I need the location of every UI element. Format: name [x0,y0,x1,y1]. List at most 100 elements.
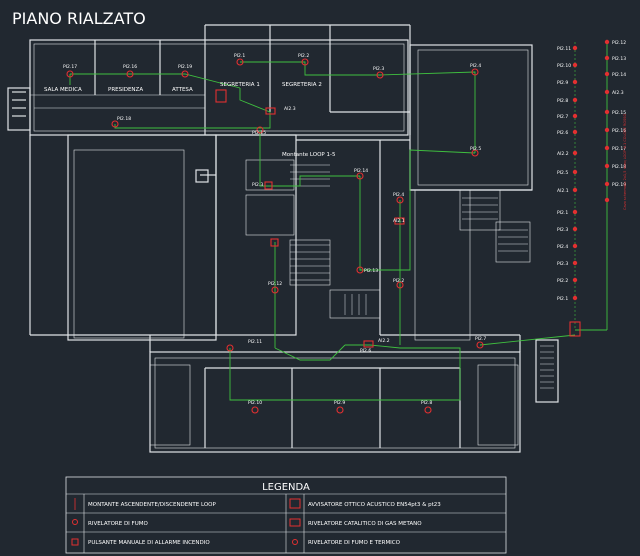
gas-detector-icon [289,518,301,527]
riser-label: PI2.3 [557,261,568,267]
room-label: SALA MEDICA [44,87,82,93]
riser-label: PI2.9 [557,80,568,86]
detector-label: PI2.12 [268,281,282,287]
riser-label: PI2.1 [557,296,568,302]
detector-label: PI2.19 [178,64,192,70]
room-label: Montante LOOP 1-5 [282,152,336,158]
smoke-detector-icon [111,120,119,128]
smoke-detector-icon [471,149,479,157]
smoke-detector-icon [271,286,279,294]
riser-label: PI2.17 [612,146,626,152]
detector-label: AI2.2 [378,338,390,344]
room-label: ATTESA [172,87,193,93]
detector-label: PI2.2 [393,278,404,284]
manual-call-point-icon [264,181,273,190]
riser-vertical-note: Cavo schermato 2x1,5 mmq LOOP N.1 COLORE… [623,113,627,210]
smoke-detector-icon [251,406,259,414]
riser-label: PI2.3 [557,227,568,233]
detector-label: PI2.8 [421,400,432,406]
detector-label: PI2.3 [252,182,263,188]
heat-smoke-detector-icon [292,539,298,545]
riser-cabinet-icon [569,321,581,337]
smoke-detector-icon [396,281,404,289]
riser-label: PI2.14 [612,72,626,78]
detector-label: PI2.16 [123,64,137,70]
smoke-detector-icon [126,70,134,78]
smoke-detector-icon [376,71,384,79]
smoke-detector-icon [66,70,74,78]
detector-label: PI2.6 [360,348,371,354]
detector-label: PI2.17 [63,64,77,70]
smoke-detector-icon [396,196,404,204]
legend-item-label: MONTANTE ASCENDENTE/DISCENDENTE LOOP [88,502,216,508]
riser-label: PI2.15 [612,110,626,116]
plan-title: PIANO RIALZATO [12,9,146,28]
riser-label: PI2.6 [557,130,568,136]
manual-call-point-icon [270,238,279,247]
detector-label: PI2.4 [393,192,404,198]
smoke-detector-icon [181,70,189,78]
riser-label: PI2.12 [612,40,626,46]
riser-label: PI2.16 [612,128,626,134]
riser-labels-left: PI2.11 PI2.10 PI2.9 PI2.8 PI2.7 PI2.6 AI… [557,46,571,302]
legend-item-label: RIVELATORE DI FUMO [88,521,148,527]
riser-label: PI2.18 [612,164,626,170]
gas-detector-icon [265,107,276,115]
legend-item-label: AVVISATORE OTTICO ACUSTICO EN54pt3 & pt2… [308,502,441,508]
detector-label: AI2.1 [393,218,405,224]
detector-labels: PI2.17 PI2.16 PI2.19 PI2.18 PI2.15 PI2.1… [63,53,486,406]
riser-label: PI2.1 [557,210,568,216]
room-label: SEGRETERIA 1 [220,82,260,88]
riser-label: AI2.2 [557,151,569,157]
smoke-detector-icon [236,58,244,66]
detector-label: PI2.15 [252,130,266,136]
room-label: SEGRETERIA 2 [282,82,322,88]
riser-labels-right: PI2.12 PI2.13 PI2.14 AI2.3 PI2.15 PI2.16… [612,40,626,188]
smoke-detector-icon [226,344,234,352]
building-walls [7,24,559,453]
legend-title: LEGENDA [262,482,310,493]
room-label: PRESIDENZA [108,87,143,93]
detector-label: PI2.4 [470,63,481,69]
room-labels: SALA MEDICA PRESIDENZA ATTESA SEGRETERIA… [44,82,336,158]
riser-label: PI2.11 [557,46,571,52]
detector-label: PI2.1 [234,53,245,59]
detector-label: PI2.18 [117,116,131,122]
detector-label: PI2.2 [298,53,309,59]
detector-label: PI2.14 [354,168,368,174]
riser-device-dots [572,39,610,301]
riser-label: AI2.1 [557,188,569,194]
smoke-detector-icon [356,172,364,180]
detector-markers [66,58,581,414]
detector-label: PI2.13 [364,268,378,274]
smoke-detector-icon [424,406,432,414]
detector-label: AI2.3 [284,106,296,112]
riser-label: AI2.3 [612,90,624,96]
smoke-detector-icon [301,58,309,66]
riser-label: PI2.5 [557,170,568,176]
riser-label: PI2.4 [557,244,568,250]
detector-label: PI2.9 [334,400,345,406]
smoke-detector-icon [471,68,479,76]
detector-label: PI2.11 [248,339,262,345]
riser-label: PI2.8 [557,98,568,104]
stair-treads [290,164,554,389]
detector-label: PI2.3 [373,66,384,72]
legend-item-label: RIVELATORE CATALITICO DI GAS METANO [308,521,422,527]
legend-item-label: PULSANTE MANUALE DI ALLARME INCENDIO [88,540,210,546]
smoke-detector-icon [72,519,78,525]
detector-label: PI2.7 [475,336,486,342]
legend-item-label: RIVELATORE DI FUMO E TERMICO [308,540,401,546]
smoke-detector-icon [356,266,364,274]
smoke-detector-icon [476,341,484,349]
smoke-detector-icon [256,126,264,134]
riser-label: PI2.10 [557,63,571,69]
riser-label: PI2.2 [557,278,568,284]
manual-call-point-icon [71,538,79,546]
gas-detector-icon [363,340,374,348]
detector-label: PI2.5 [470,146,481,152]
gas-detector-icon [394,217,405,225]
riser-label: PI2.13 [612,56,626,62]
detector-label: PI2.10 [248,400,262,406]
